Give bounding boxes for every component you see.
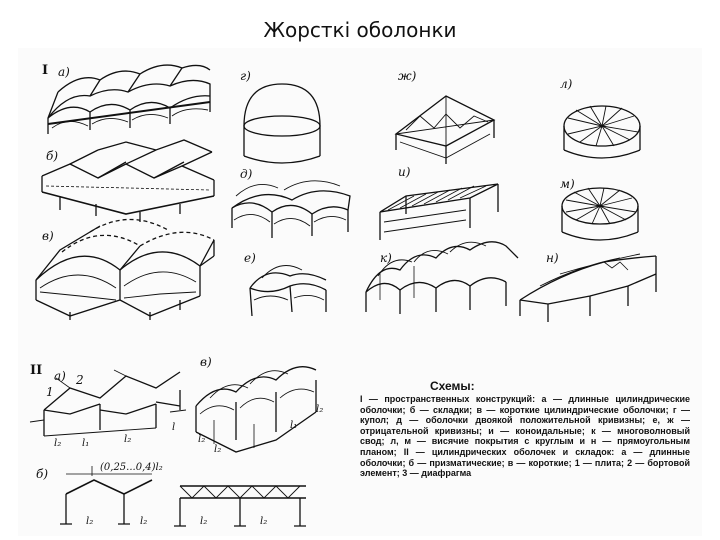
dim-l2-b1: l₂ <box>86 516 93 527</box>
label-I-g: г) <box>240 69 251 83</box>
dim-ratio: (0,25...0,4)l₂ <box>100 462 163 473</box>
legend-heading: Схемы: <box>430 379 475 393</box>
diagram-II-truss <box>174 485 306 527</box>
diagram-I-g <box>243 83 321 164</box>
dim-l2-t1: l₂ <box>200 516 207 527</box>
label-I-i: и) <box>398 165 411 179</box>
label-II-part-1: 1 <box>46 385 54 399</box>
label-I-zh: ж) <box>398 69 417 83</box>
label-I-k: к) <box>380 251 392 265</box>
label-I-l: л) <box>560 77 573 91</box>
diagram-II-b <box>60 466 153 525</box>
dim-l2-v3: l₂ <box>316 404 323 415</box>
diagram-I-i <box>379 183 499 240</box>
page-title: Жорсткі оболонки <box>263 18 457 42</box>
label-I-n: н) <box>546 251 559 265</box>
legend-text: I — пространственных конструкций: а — дл… <box>360 394 690 479</box>
diagram-I-k <box>365 241 519 314</box>
dim-l2-v2: l₂ <box>214 444 221 455</box>
diagram-I-d <box>231 180 351 238</box>
diagram-II-v <box>195 366 317 453</box>
label-I-a: а) <box>58 65 70 79</box>
dim-l2-t2: l₂ <box>260 516 267 527</box>
diagram-I-l <box>563 105 641 159</box>
label-I-b: б) <box>46 149 58 163</box>
label-II-b: б) <box>36 467 48 481</box>
dim-l2-a2: l₂ <box>124 434 131 445</box>
label-I-v: в) <box>42 229 54 243</box>
diagram-I-e <box>249 265 327 317</box>
diagram-I-v <box>35 218 215 320</box>
dim-l1-v: l₁ <box>290 420 297 431</box>
diagram-I-a <box>47 64 211 134</box>
label-II-part-2: 2 <box>75 373 84 387</box>
dim-l1-a: l₁ <box>82 438 89 449</box>
diagram-I-zh <box>394 95 496 164</box>
label-I-e: е) <box>244 251 256 265</box>
group-I-label: I <box>42 63 48 78</box>
label-I-m: м) <box>560 177 575 191</box>
dim-l2-v1: l₂ <box>198 434 205 445</box>
dim-l2-a1: l₂ <box>54 438 61 449</box>
dim-l-a: l <box>172 422 175 433</box>
diagram-II-a <box>29 369 187 437</box>
diagram-I-m <box>561 187 639 241</box>
label-I-d: д) <box>240 167 253 181</box>
dim-l2-b2: l₂ <box>140 516 147 527</box>
diagram-I-n <box>519 253 657 322</box>
label-II-a: а) <box>54 369 66 383</box>
group-II-label: II <box>30 363 42 378</box>
diagram-I-b <box>41 139 215 222</box>
label-II-v: в) <box>200 355 212 369</box>
